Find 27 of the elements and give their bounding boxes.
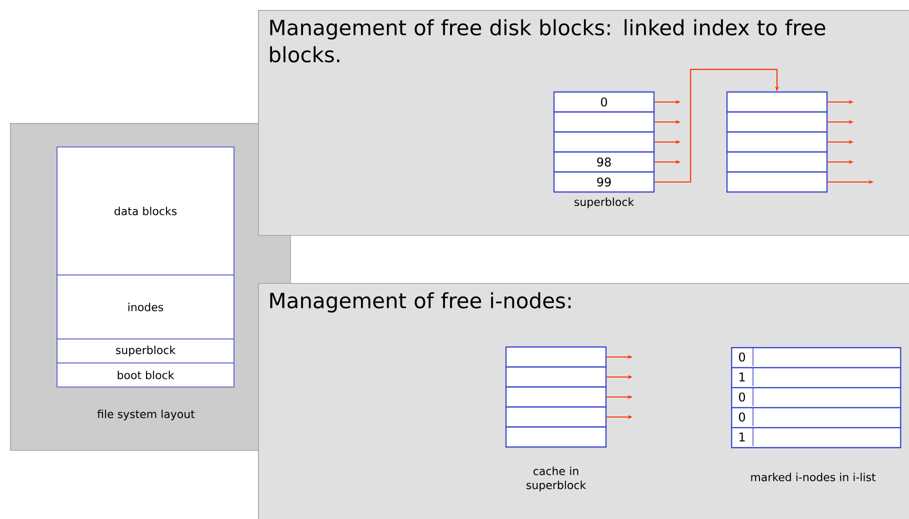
list-row: 0 [731,347,902,368]
block-cell [505,386,607,408]
block-cell [726,91,828,113]
block-cell [726,151,828,173]
list-row: 0 [731,407,902,428]
layout-block: superblock [56,338,234,364]
caption: cache in superblock [526,466,586,492]
caption: superblock [574,198,634,208]
block-cell [726,131,828,153]
block-cell: 98 [553,151,655,173]
caption: marked i-nodes in i-list [751,472,876,482]
block-cell [553,131,655,153]
layout-block: boot block [56,362,234,388]
block-cell [505,426,607,448]
block-cell [726,171,828,193]
block-cell [505,346,607,368]
list-row: 1 [731,367,902,388]
block-cell: 0 [553,91,655,113]
block-cell [553,111,655,133]
layout-block: data blocks [56,146,234,276]
block-cell [726,111,828,133]
block-cell: 99 [553,171,655,193]
block-cell [505,366,607,388]
block-cell [505,406,607,428]
list-row: 1 [731,427,902,448]
arrow [654,68,780,183]
list-row: 0 [731,387,902,408]
